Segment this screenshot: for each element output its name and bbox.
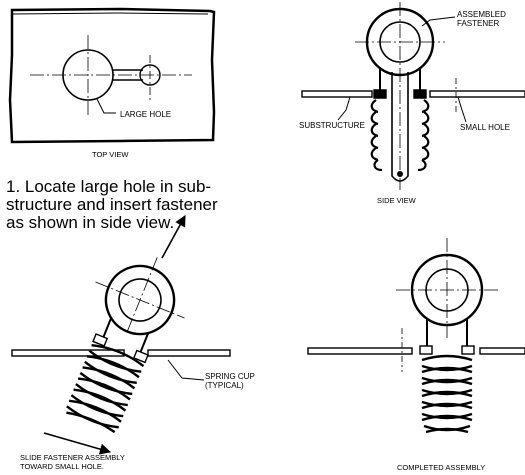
completed-assembly-label: COMPLETED ASSEMBLY — [397, 463, 485, 472]
slide-view-cup-right — [132, 349, 149, 364]
top-view-plate-edge — [11, 12, 209, 15]
completed-cup-left — [419, 345, 433, 355]
completed-cup-right — [461, 345, 475, 355]
side-view-spring-cup-left — [373, 89, 387, 99]
instruction-step-1: 1. Locate large hole in sub- structure a… — [6, 178, 286, 232]
slide-view-ring-centerline-v — [126, 257, 158, 334]
slide-view-panel — [11, 215, 231, 455]
assembled-fastener-label-line2: FASTENER — [457, 19, 499, 28]
completed-plate-left — [307, 347, 413, 355]
small-hole-leader — [457, 96, 467, 123]
slide-view-cup-left — [92, 333, 109, 347]
substructure-label: SUBSTRUCTURE — [299, 121, 365, 130]
side-view-plate-right — [429, 90, 525, 98]
instruction-line-1: 1. Locate large hole in sub- — [6, 177, 212, 196]
completed-neck — [426, 318, 468, 350]
spring-cup-leader — [167, 359, 205, 381]
large-hole-leader — [96, 98, 116, 114]
instruction-line-3: as shown in side view. — [6, 213, 175, 232]
top-view-plate-outline — [8, 7, 216, 144]
side-view-neck — [379, 68, 421, 92]
spring-cup-label-line1: SPRING CUP — [205, 372, 255, 381]
side-view-label: SIDE VIEW — [377, 196, 417, 205]
large-hole-label: LARGE HOLE — [120, 110, 171, 119]
assembled-fastener-label-line1: ASSEMBLED — [457, 10, 506, 19]
side-view-spring — [370, 99, 430, 172]
side-view-plate-left — [301, 90, 373, 98]
side-view-panel — [301, 2, 525, 190]
lift-arrow — [161, 215, 186, 259]
slide-view-plate-right — [147, 349, 231, 357]
small-hole-label: SMALL HOLE — [460, 123, 510, 132]
spring-cup-label-line2: (TYPICAL) — [205, 381, 244, 390]
completed-assembly-panel — [307, 238, 525, 434]
completed-spring — [421, 354, 473, 434]
completed-plate-right — [479, 347, 525, 355]
assembled-fastener-leader — [421, 16, 456, 27]
slide-arrow — [43, 432, 112, 455]
slide-view-plate-left — [11, 349, 125, 357]
slide-view-spring — [66, 343, 145, 434]
side-view-spring-cup-right — [413, 89, 427, 99]
top-view-label: TOP VIEW — [92, 150, 129, 159]
substructure-leader — [337, 96, 351, 121]
slide-label-line2: TOWARD SMALL HOLE. — [20, 462, 104, 471]
slide-label-line1: SLIDE FASTENER ASSEMBLY — [20, 453, 125, 462]
instruction-line-2: structure and insert fastener — [6, 195, 218, 214]
top-view-slot — [112, 69, 143, 81]
top-view-panel — [8, 7, 216, 144]
